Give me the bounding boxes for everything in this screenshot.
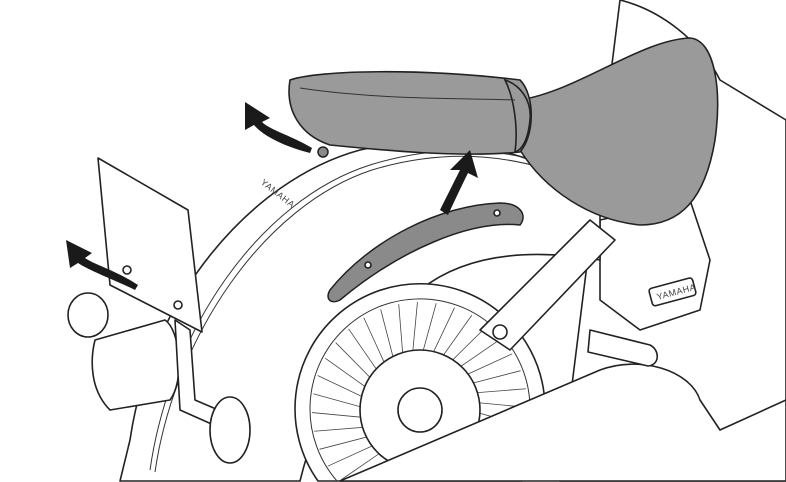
bracket-bolt-2 — [493, 209, 501, 217]
shock-strut — [479, 219, 616, 351]
hub — [397, 387, 443, 433]
arrow-remove-bolt — [245, 102, 312, 153]
passenger-seat — [288, 70, 533, 155]
engine-badge — [648, 277, 697, 307]
arrow-lift-seat — [440, 150, 478, 215]
footpeg — [587, 329, 659, 367]
license-plate — [97, 157, 203, 333]
strut-bolt — [492, 324, 508, 340]
seat-seam — [299, 87, 516, 101]
turn-signal-left — [67, 292, 109, 338]
exhaust-pipe — [339, 363, 786, 482]
arrow-remove-plate — [66, 240, 138, 290]
rider-seat — [519, 37, 719, 226]
bracket-bolt-1 — [364, 261, 372, 269]
tail-light — [91, 319, 180, 411]
turn-signal-right — [209, 396, 251, 464]
plate-bolt-1 — [122, 265, 132, 275]
seat-strap — [503, 78, 531, 154]
seat-bracket — [327, 202, 524, 303]
seat-bolt — [317, 146, 329, 158]
plate-bolt-2 — [173, 300, 183, 310]
